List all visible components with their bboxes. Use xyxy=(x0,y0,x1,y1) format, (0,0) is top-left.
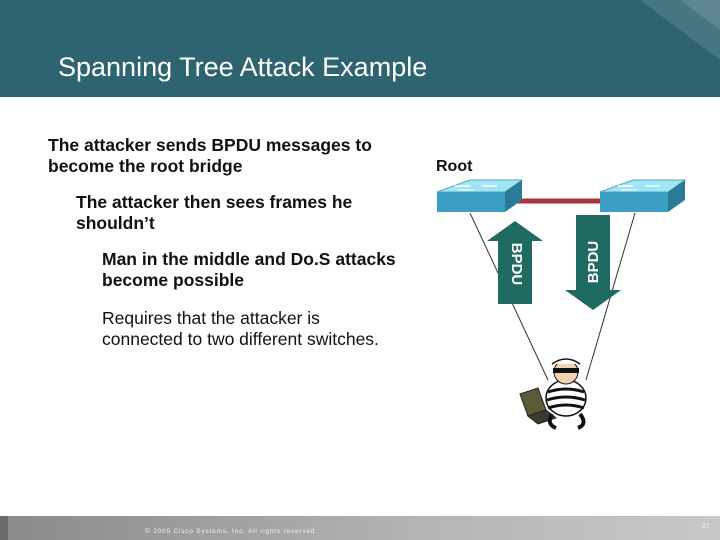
switch-right-icon xyxy=(599,179,687,212)
root-label: Root xyxy=(436,158,473,175)
bpdu-arrow-right-label: BPDU xyxy=(585,241,602,284)
header-bar: Spanning Tree Attack Example xyxy=(0,0,720,97)
copyright-text: © 2005 Cisco Systems, Inc. All rights re… xyxy=(145,528,318,535)
stp-attack-diagram: BPDU BPDU xyxy=(436,179,687,430)
bullet-3: Man in the middle and Do.S attacks becom… xyxy=(102,249,396,290)
slide-title: Spanning Tree Attack Example xyxy=(58,52,428,82)
bpdu-arrow-left-label: BPDU xyxy=(508,243,525,286)
page-number: 27 xyxy=(702,523,710,530)
switch-left-icon xyxy=(436,179,524,212)
attacker-icon xyxy=(519,358,587,430)
footer-bar: © 2005 Cisco Systems, Inc. All rights re… xyxy=(0,516,720,540)
bpdu-arrow-right: BPDU xyxy=(565,215,621,310)
header-decoration xyxy=(640,0,720,60)
footer-accent xyxy=(0,516,8,540)
bullet-2: The attacker then sees frames he shouldn… xyxy=(76,192,353,233)
bpdu-arrow-left: BPDU xyxy=(487,221,543,304)
bullet-1: The attacker sends BPDU messages to beco… xyxy=(48,135,372,176)
bullet-4: Requires that the attacker is connected … xyxy=(102,308,379,349)
